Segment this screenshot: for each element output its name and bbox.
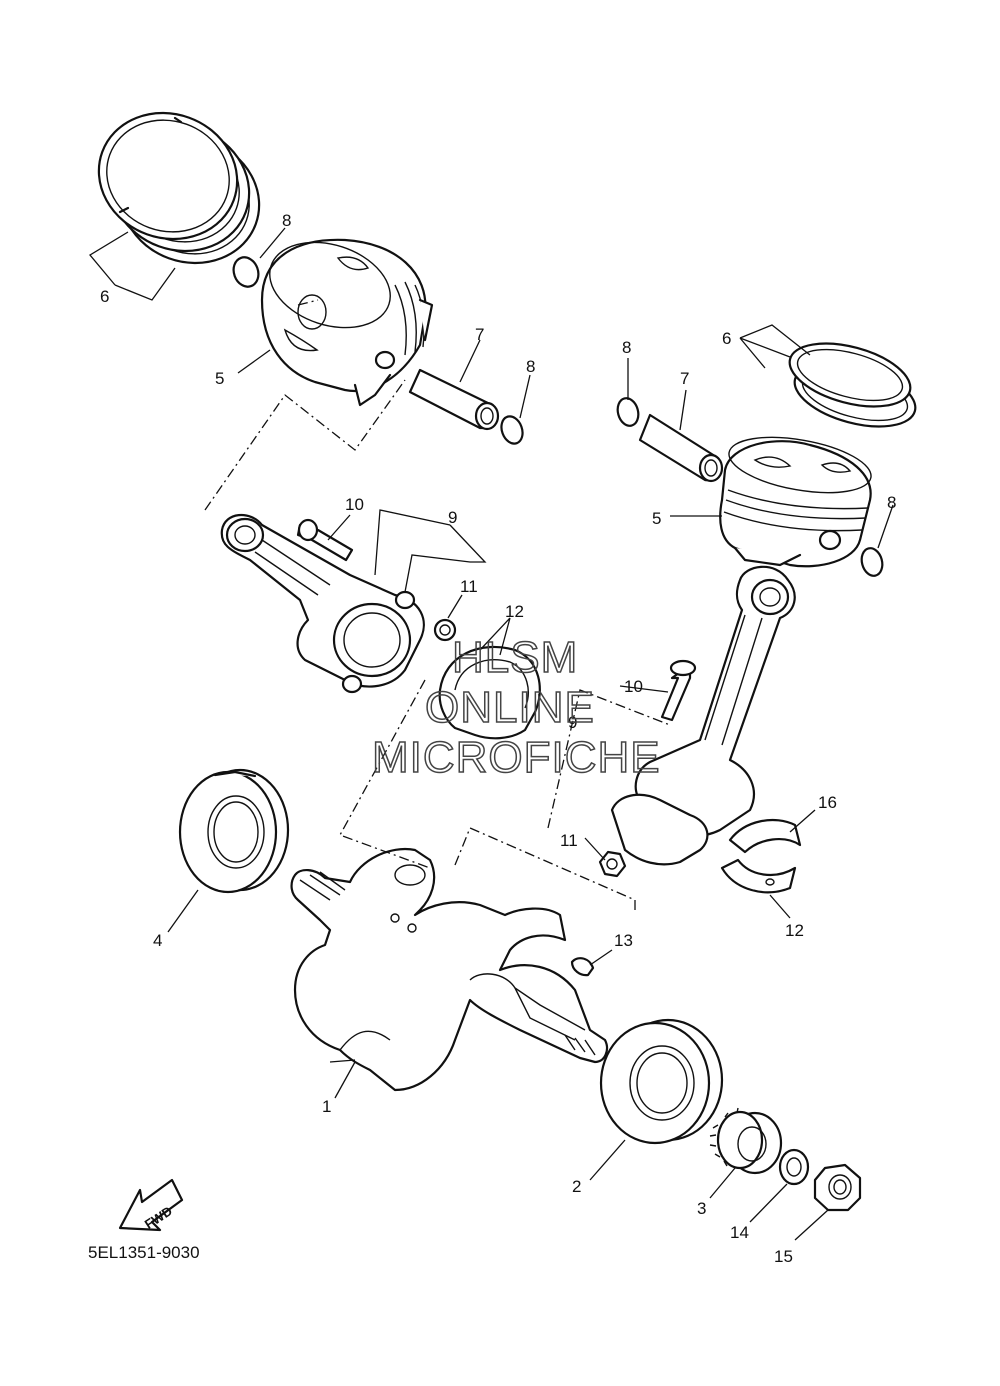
piston-pin-left[interactable] [408, 368, 500, 431]
callout-11-left: 11 [460, 577, 478, 596]
callout-14: 14 [730, 1223, 749, 1242]
callout-13: 13 [614, 931, 633, 950]
callout-3: 3 [697, 1199, 706, 1218]
callout-9-right: 9 [568, 713, 577, 732]
piston-pin-clip-8d[interactable] [859, 546, 886, 578]
callout-10-right: 10 [624, 677, 643, 696]
callout-6-right: 6 [722, 329, 731, 348]
callout-15: 15 [774, 1247, 793, 1266]
drive-gear[interactable] [709, 1107, 783, 1175]
callout-numbers: 1 2 3 4 5 5 6 6 7 7 8 8 8 8 9 9 10 10 11… [100, 211, 896, 1266]
main-bearing-right[interactable] [599, 1018, 724, 1145]
callout-8-d: 8 [887, 493, 896, 512]
piston-left[interactable] [259, 228, 434, 407]
callout-10-left: 10 [345, 495, 364, 514]
callout-16: 16 [818, 793, 837, 812]
part-code: 5EL1351-9030 [88, 1243, 200, 1262]
main-bearing-left[interactable] [178, 768, 290, 894]
piston-pin-clip-8b[interactable] [498, 413, 526, 446]
connecting-rod-left[interactable] [220, 514, 425, 694]
callout-6-left: 6 [100, 287, 109, 306]
piston-pin-clip-8c[interactable] [615, 396, 642, 428]
callout-8-b: 8 [526, 357, 535, 376]
watermark-line-3: MICROFICHE [372, 733, 661, 782]
callout-7-left: 7 [475, 325, 484, 344]
rod-bearing-upper-right[interactable] [728, 818, 802, 854]
piston-right[interactable] [719, 428, 875, 568]
watermark-line-1: HLSM [452, 633, 578, 682]
piston-rings-right[interactable] [783, 332, 922, 438]
callout-12-left: 12 [505, 602, 524, 621]
callout-9-left: 9 [448, 508, 457, 527]
callout-5-right: 5 [652, 509, 661, 528]
rod-bolt-right[interactable] [660, 659, 697, 722]
callout-8-a: 8 [282, 211, 291, 230]
watermark-line-2: ONLINE [425, 683, 595, 732]
callout-1: 1 [322, 1097, 331, 1116]
piston-pin-right[interactable] [638, 413, 724, 483]
assembly-centerlines [204, 299, 671, 912]
rod-bearing-lower-right[interactable] [720, 858, 797, 894]
rod-nut-right[interactable] [598, 850, 627, 878]
crank-nut[interactable] [813, 1163, 862, 1212]
connecting-rod-right[interactable] [610, 565, 796, 866]
callout-12-right: 12 [785, 921, 804, 940]
callout-4: 4 [153, 931, 162, 950]
crank-washer[interactable] [778, 1148, 810, 1186]
rod-nut-left[interactable] [433, 618, 457, 642]
leader-lines [89, 227, 894, 1241]
crankshaft[interactable] [290, 847, 609, 1092]
callout-7-right: 7 [680, 369, 689, 388]
forward-direction-arrow: FWD [118, 1178, 184, 1232]
watermark: HLSM ONLINE MICROFICHE [371, 632, 661, 783]
piston-rings-left[interactable] [81, 94, 277, 282]
rod-bearing-left[interactable] [438, 645, 541, 740]
rod-bolt-left[interactable] [296, 518, 354, 562]
piston-pin-clip-8a[interactable] [230, 254, 263, 290]
callout-8-c: 8 [622, 338, 631, 357]
callout-11-right: 11 [560, 831, 578, 850]
callout-5-left: 5 [215, 369, 224, 388]
woodruff-key[interactable] [570, 957, 595, 977]
callout-2: 2 [572, 1177, 581, 1196]
